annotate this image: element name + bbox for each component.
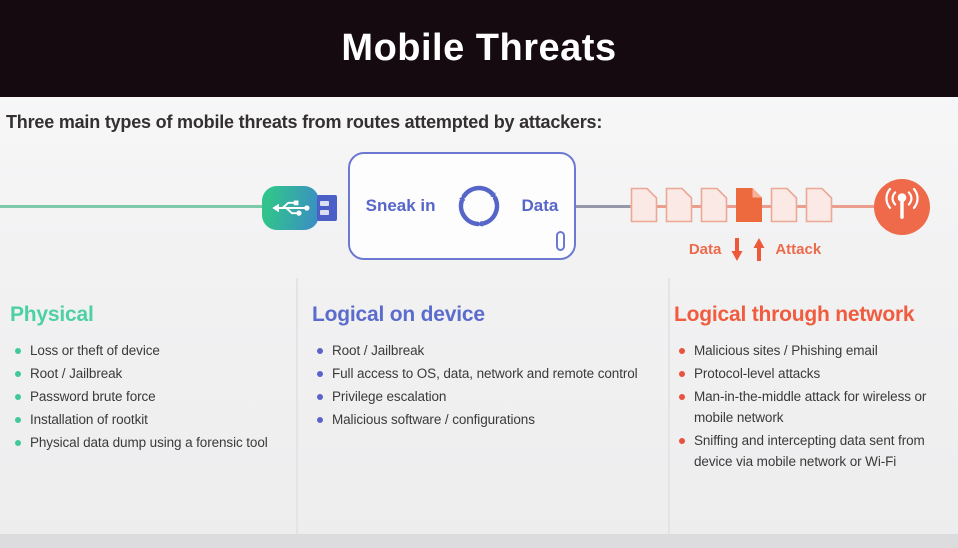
column-title-logical-on-device: Logical on device	[312, 303, 485, 326]
slide-header: Mobile Threats	[0, 0, 958, 97]
document-icon-active	[736, 188, 762, 222]
phone-outline: Sneak in Data	[348, 152, 576, 260]
data-attack-flow: Data Attack	[655, 234, 855, 264]
phone-home-button	[556, 231, 565, 251]
circular-arrows-icon	[458, 185, 499, 227]
usb-body	[262, 186, 319, 230]
data-label: Data	[521, 196, 559, 215]
up-arrow-icon	[753, 237, 765, 261]
column-divider	[668, 278, 670, 534]
column-physical: Physical Loss or theft of device Root / …	[10, 303, 292, 455]
list-item: Man-in-the-middle attack for wireless or…	[674, 386, 932, 428]
network-threat-list: Malicious sites / Phishing email Protoco…	[674, 340, 932, 472]
usb-connector	[317, 195, 337, 221]
list-item: Installation of rootkit	[10, 409, 292, 430]
list-item: Password brute force	[10, 386, 292, 407]
flow-attack-label: Attack	[775, 240, 822, 258]
list-item: Sniffing and intercepting data sent from…	[674, 430, 932, 472]
bottom-strip	[0, 534, 958, 548]
column-logical-on-device: Logical on device Root / Jailbreak Full …	[312, 303, 652, 432]
device-threat-list: Root / Jailbreak Full access to OS, data…	[312, 340, 652, 430]
list-item: Physical data dump using a forensic tool	[10, 432, 292, 453]
list-item: Privilege escalation	[312, 386, 652, 407]
device-route-line	[576, 205, 632, 208]
usb-drive-icon	[262, 186, 338, 230]
network-broadcast-icon	[874, 179, 930, 235]
list-item: Root / Jailbreak	[10, 363, 292, 384]
list-item: Malicious sites / Phishing email	[674, 340, 932, 361]
slide-subtitle: Three main types of mobile threats from …	[6, 112, 603, 132]
document-icon	[805, 187, 833, 223]
list-item: Full access to OS, data, network and rem…	[312, 363, 652, 384]
list-item: Malicious software / configurations	[312, 409, 652, 430]
document-icon	[665, 187, 693, 223]
document-icon	[770, 187, 798, 223]
down-arrow-icon	[731, 237, 743, 261]
column-title-physical: Physical	[10, 303, 94, 326]
document-icon	[630, 187, 658, 223]
page-title: Mobile Threats	[341, 27, 617, 69]
usb-trident-icon	[271, 200, 309, 216]
list-item: Loss or theft of device	[10, 340, 292, 361]
column-logical-through-network: Logical through network Malicious sites …	[674, 303, 932, 474]
usb-pin	[320, 201, 329, 206]
column-divider	[296, 278, 298, 534]
document-icon	[700, 187, 728, 223]
list-item: Root / Jailbreak	[312, 340, 652, 361]
list-item: Protocol-level attacks	[674, 363, 932, 384]
antenna-icon	[885, 187, 919, 219]
sneak-in-label: Sneak in	[365, 196, 436, 215]
physical-route-line	[0, 205, 263, 208]
column-title-logical-through-network: Logical through network	[674, 303, 915, 326]
flow-data-label: Data	[688, 240, 722, 258]
usb-pin	[320, 210, 329, 215]
data-packets-row	[630, 187, 833, 223]
physical-threat-list: Loss or theft of device Root / Jailbreak…	[10, 340, 292, 453]
